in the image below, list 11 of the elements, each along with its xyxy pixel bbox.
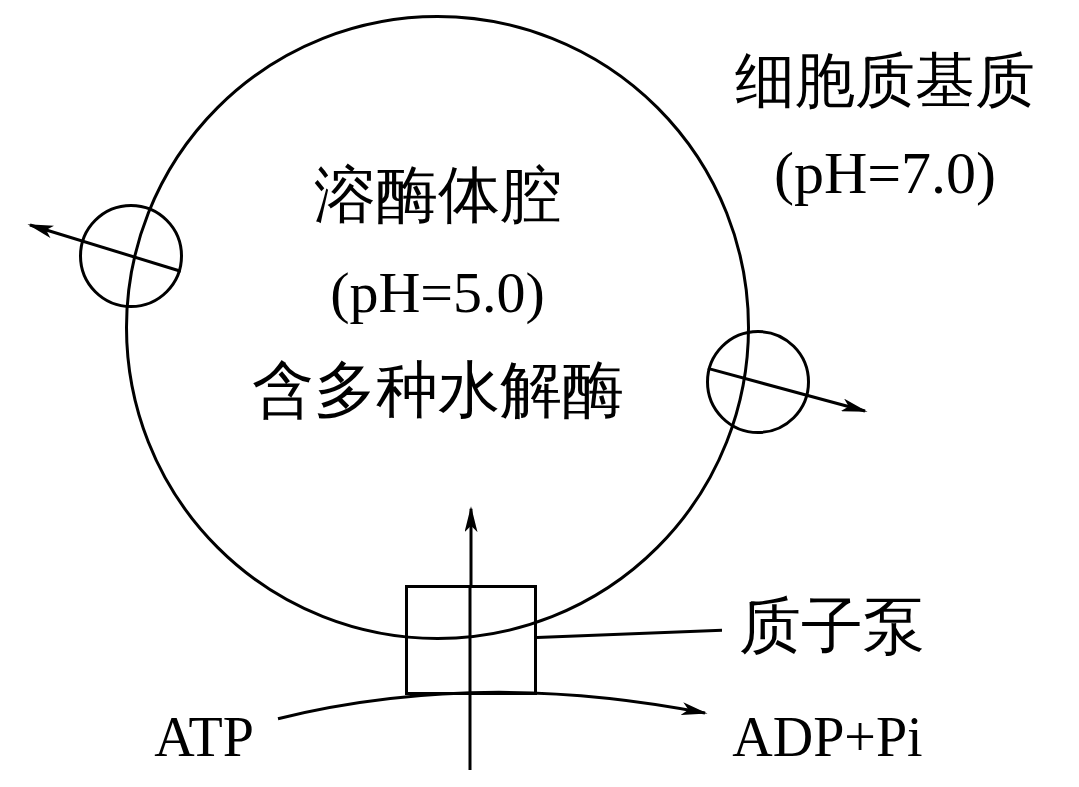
ph-value: (pH=5.0): [329, 259, 546, 327]
node-label: 质子泵: [722, 588, 942, 664]
arrow: [464, 506, 478, 585]
region-label: 细胞质基质 (pH=7.0): [734, 47, 1036, 208]
node-label: ATP: [130, 702, 278, 772]
content-text: 含多种水解酶: [250, 355, 625, 426]
arrow: [277, 690, 708, 721]
node-label: ADP+Pi: [705, 702, 950, 772]
arrow: [707, 366, 868, 413]
region-title: 溶酶体腔: [312, 160, 563, 231]
leader-line: [536, 628, 723, 639]
